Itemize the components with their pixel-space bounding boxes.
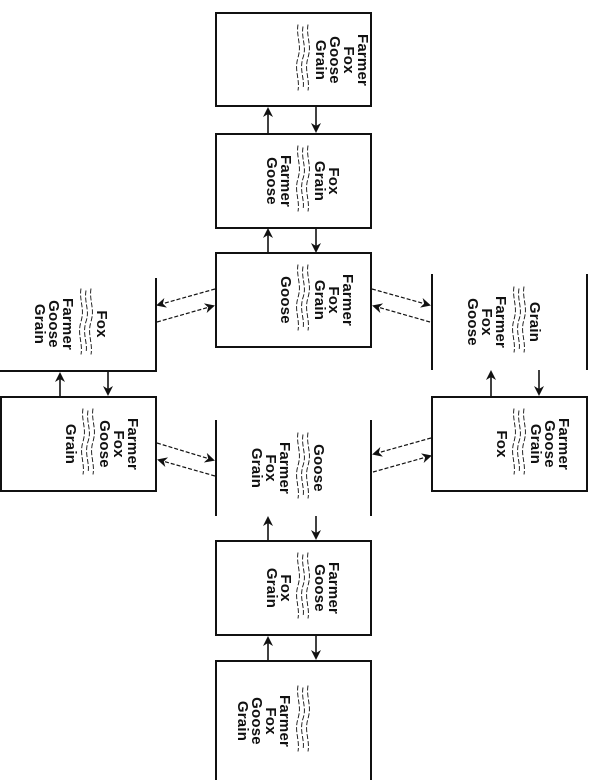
river-icon: [292, 685, 314, 757]
label-grain: Grain: [248, 447, 265, 489]
label-grain: Grain: [527, 423, 544, 465]
label-farmer: Farmer: [276, 441, 293, 495]
label-farmer: Farmer: [124, 417, 141, 471]
arrow-s5-to-s3: [372, 303, 431, 323]
label-fox: Fox: [325, 286, 342, 314]
label-goose: Goose: [262, 157, 280, 205]
label-grain: Grain: [311, 279, 328, 321]
near-bank-labels: Goose: [310, 444, 327, 492]
river-icon: [292, 145, 314, 217]
label-goose: Goose: [464, 298, 481, 346]
river-icon: [292, 23, 314, 95]
arrow-s4-to-s3: [156, 303, 215, 323]
label-farmer: Farmer: [339, 273, 356, 327]
river-icon: [292, 432, 314, 504]
label-fox: Fox: [262, 454, 279, 482]
near-bank-labels: Grain: [526, 301, 543, 343]
label-goose: Goose: [277, 276, 294, 324]
river-icon: [292, 552, 314, 624]
label-farmer: Farmer: [59, 297, 76, 351]
label-grain: Grain: [311, 39, 329, 80]
label-grain: Grain: [262, 567, 280, 609]
label-goose: Goose: [96, 420, 113, 468]
river-icon: [508, 408, 530, 480]
label-grain: Grain: [526, 301, 543, 343]
arrow-s3-to-s5: [371, 288, 431, 308]
label-farmer: Farmer: [555, 417, 572, 471]
label-fox: Fox: [493, 430, 510, 458]
river-icon: [508, 286, 530, 358]
label-grain: Grain: [233, 700, 251, 742]
label-fox: Fox: [110, 430, 127, 458]
label-goose: Goose: [310, 444, 327, 492]
river-icon: [77, 408, 99, 480]
label-grain: Grain: [310, 160, 328, 202]
river-icon: [75, 288, 97, 360]
near-bank-labels: Fox: [93, 310, 110, 338]
label-goose: Goose: [541, 420, 558, 468]
far-bank-labels: Fox: [493, 430, 510, 458]
label-farmer: Farmer: [492, 295, 509, 349]
label-goose: Goose: [310, 564, 328, 612]
arrow-s6-to-s8: [156, 442, 215, 463]
far-bank-labels: Grain: [62, 423, 79, 465]
label-grain: Grain: [31, 303, 48, 345]
river-icon: [292, 264, 314, 336]
far-bank-labels: Goose: [277, 276, 294, 324]
label-fox: Fox: [478, 308, 495, 336]
label-grain: Grain: [62, 423, 79, 465]
arrow-s8-to-s6: [157, 457, 216, 477]
label-goose: Goose: [45, 300, 62, 348]
label-fox: Fox: [93, 310, 110, 338]
arrow-s8-to-s7: [372, 453, 432, 473]
arrow-s7-to-s8: [372, 437, 432, 457]
arrow-s3-to-s4: [156, 288, 216, 308]
